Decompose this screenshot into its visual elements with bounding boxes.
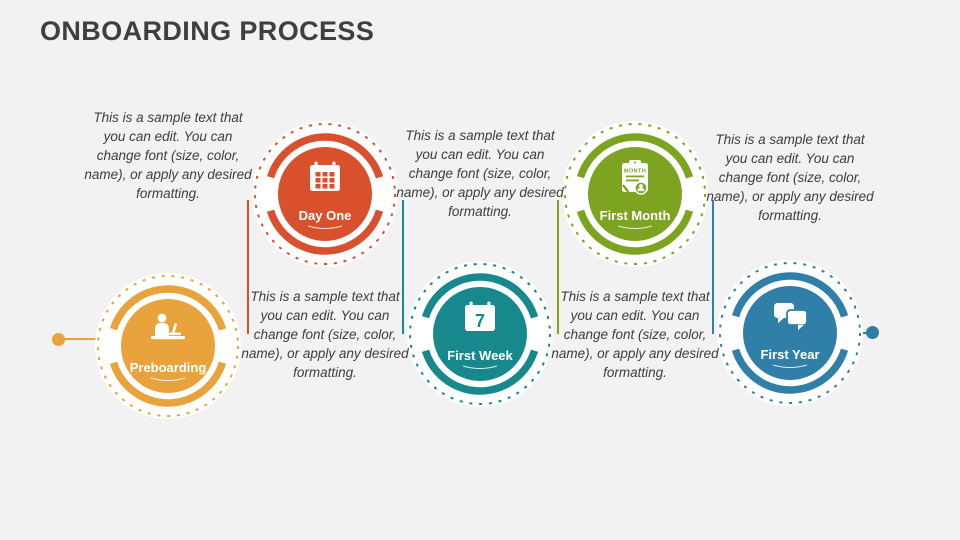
badge-preboarding: Preboarding xyxy=(95,273,241,419)
badge-first-month: MONTH First Month xyxy=(562,121,708,267)
inner-circle xyxy=(743,286,837,380)
calendar-icon xyxy=(310,161,340,191)
calendar-week-icon: 7 xyxy=(465,301,495,331)
inner-circle xyxy=(121,299,215,393)
inner-circle xyxy=(278,147,372,241)
step-label: Preboarding xyxy=(130,360,207,375)
dashed-ring xyxy=(409,263,551,405)
timeline-end-dot xyxy=(866,326,879,339)
dashed-ring xyxy=(564,123,706,265)
dashed-ring xyxy=(254,123,396,265)
label-underline xyxy=(772,364,808,368)
connector-line-1 xyxy=(247,200,249,334)
step-label: Day One xyxy=(299,208,352,223)
start-connector-line xyxy=(64,338,96,340)
slide-title: ONBOARDING PROCESS xyxy=(40,16,375,46)
week-number: 7 xyxy=(475,311,485,331)
person-desk-icon xyxy=(151,313,185,340)
arc-ring xyxy=(107,285,229,407)
clipboard-month-icon: MONTH xyxy=(622,160,648,195)
step-description-first-year: This is a sample text that you can edit.… xyxy=(706,132,874,223)
step-description-day-one: This is a sample text that you can edit.… xyxy=(241,289,409,380)
label-underline xyxy=(617,225,653,229)
inner-circle xyxy=(588,147,682,241)
connector-line-2 xyxy=(402,200,404,334)
step-label: First Week xyxy=(447,348,513,363)
badge-first-week: 7 First Week xyxy=(407,261,553,407)
dashed-ring xyxy=(97,275,239,417)
chat-bubbles-icon xyxy=(774,303,808,331)
step-description-preboarding: This is a sample text that you can edit.… xyxy=(84,110,252,201)
month-label: MONTH xyxy=(624,169,646,175)
step-description-first-month: This is a sample text that you can edit.… xyxy=(551,289,719,380)
inner-circle xyxy=(433,287,527,381)
label-underline xyxy=(307,225,343,229)
label-underline xyxy=(150,377,186,381)
badge-first-year: First Year xyxy=(717,260,863,406)
step-label: First Year xyxy=(760,347,819,362)
connector-line-4 xyxy=(712,200,714,334)
label-underline xyxy=(462,365,498,369)
connector-line-3 xyxy=(557,200,559,334)
timeline-start-dot xyxy=(52,333,65,346)
arc-ring xyxy=(264,133,386,255)
badge-day-one: Day One xyxy=(252,121,398,267)
step-label: First Month xyxy=(600,208,671,223)
step-description-first-week: This is a sample text that you can edit.… xyxy=(396,128,564,219)
dashed-ring xyxy=(719,262,861,404)
